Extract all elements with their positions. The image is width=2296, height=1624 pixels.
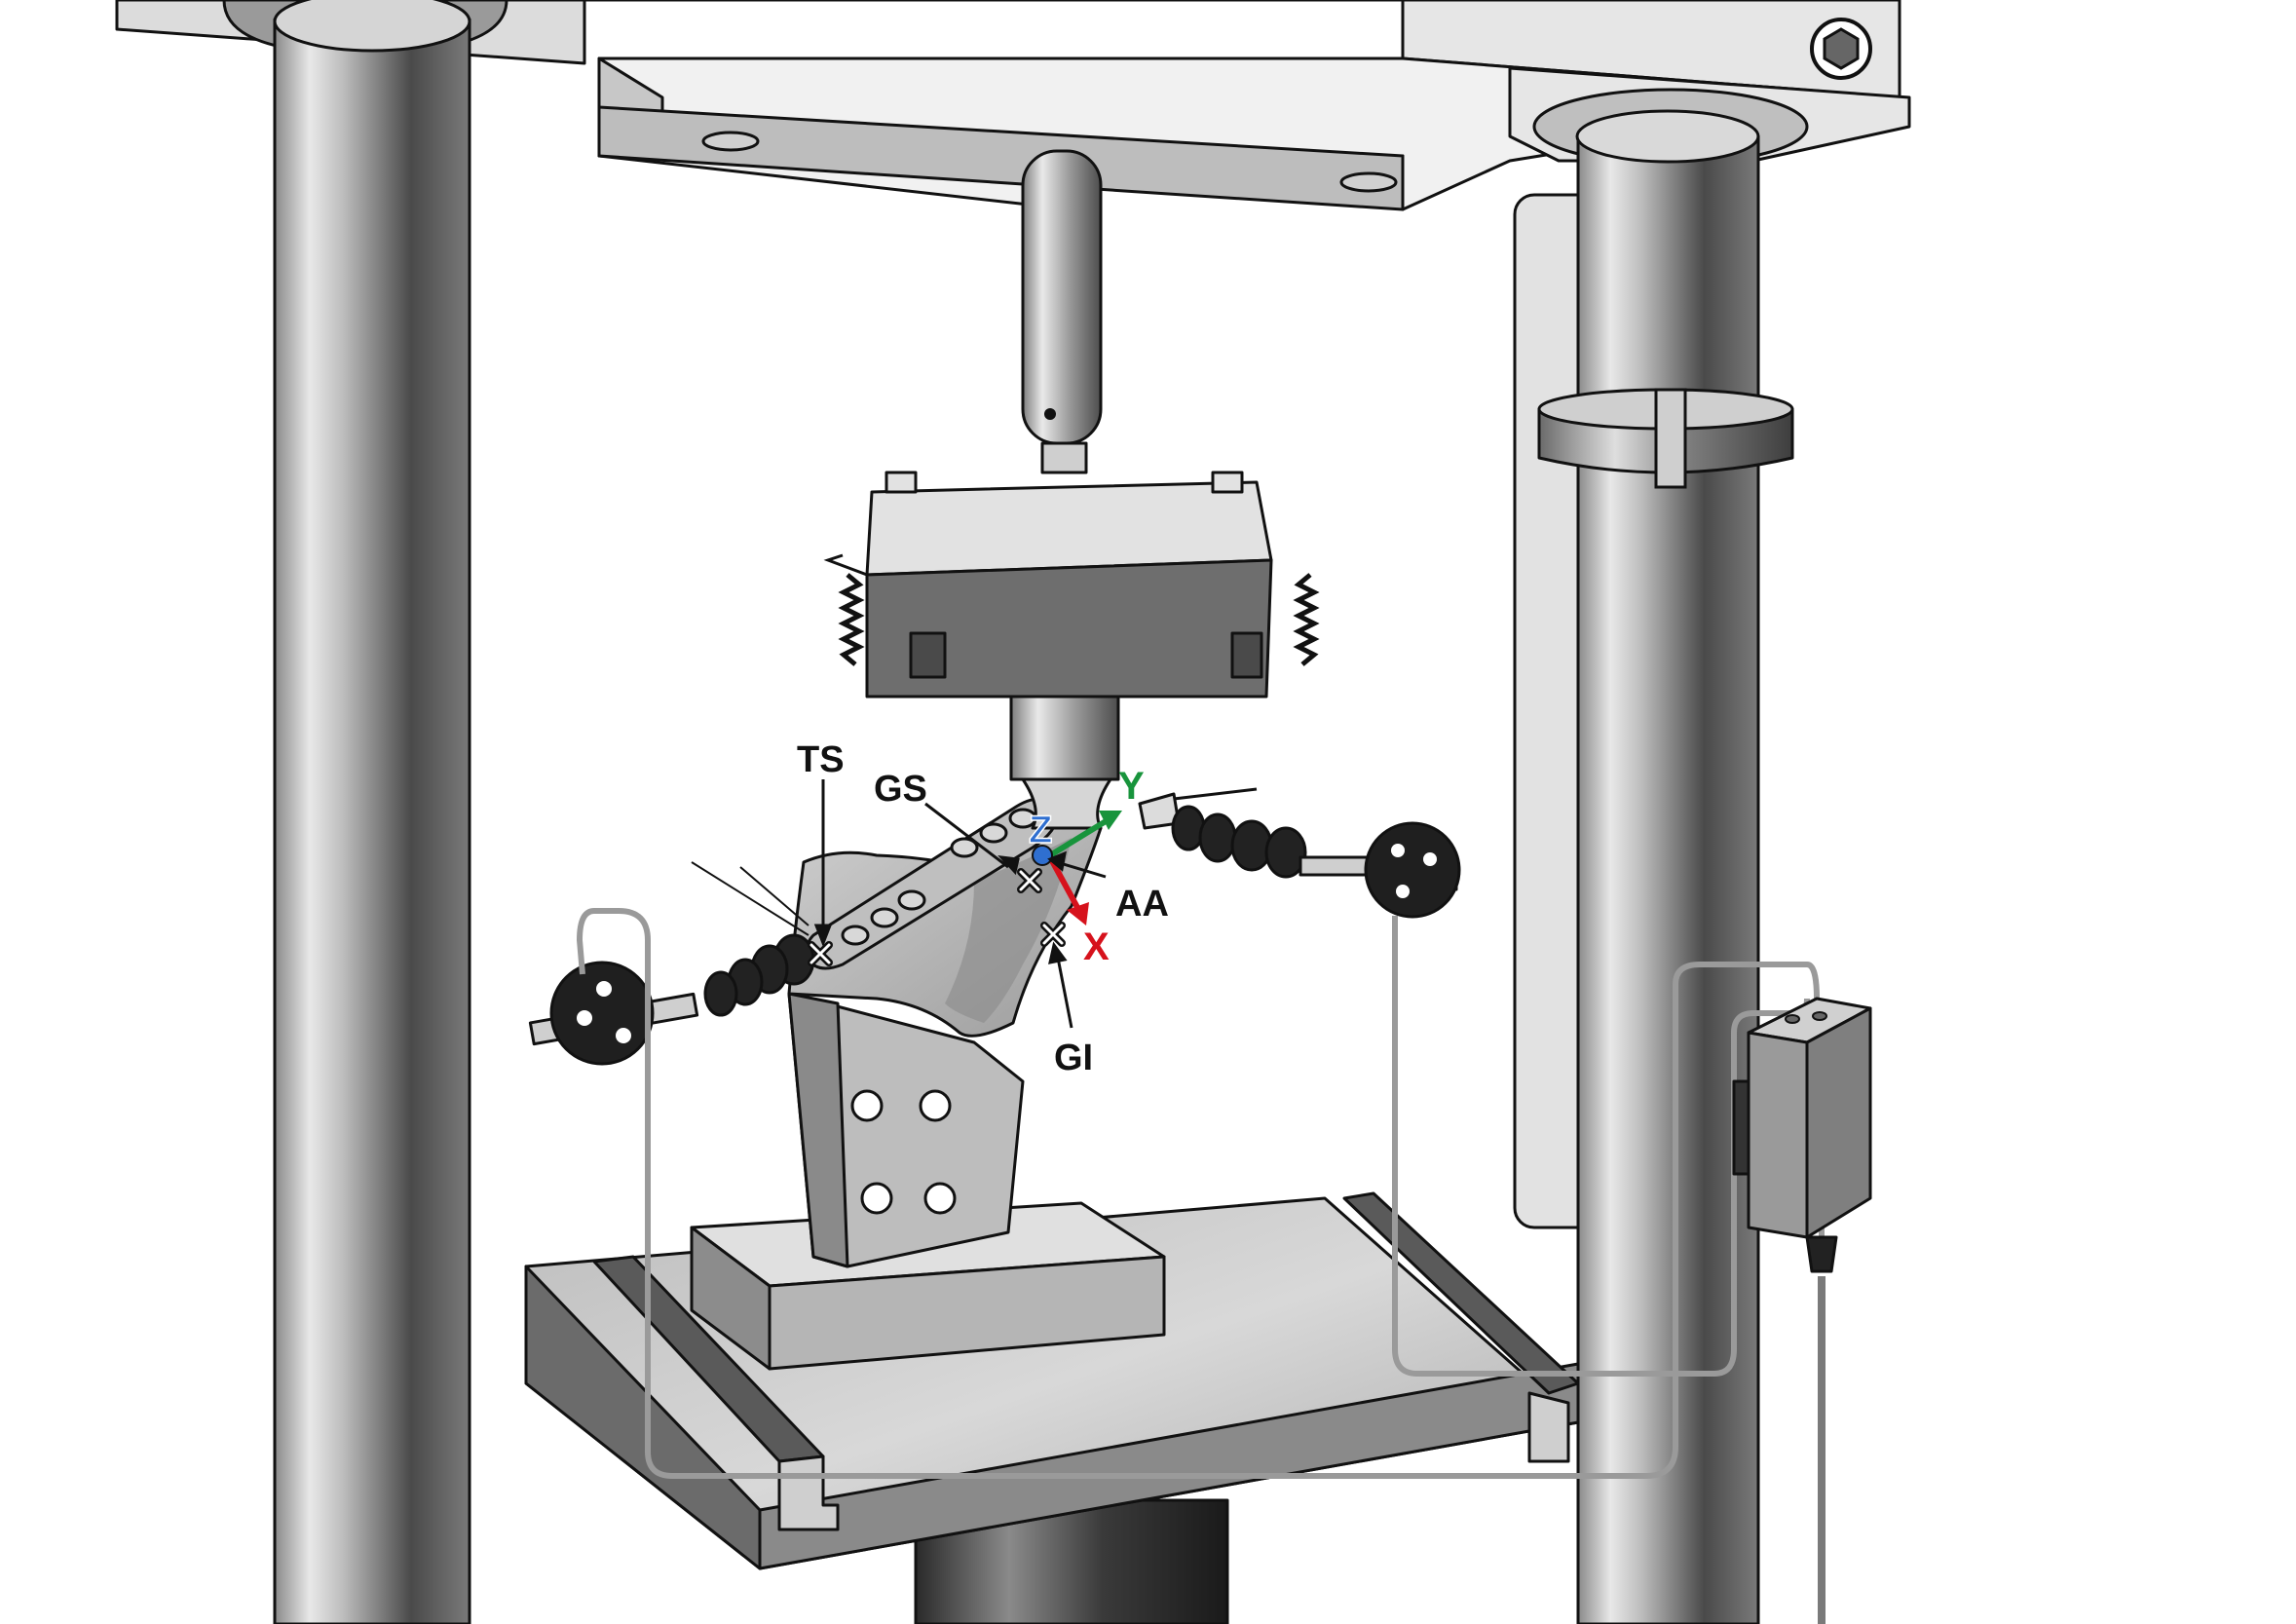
coordinate-axes: Y X Z bbox=[1028, 765, 1145, 968]
actuator-rod bbox=[1021, 149, 1103, 474]
label-aa: AA bbox=[1115, 884, 1169, 925]
label-gi: GI bbox=[1054, 1038, 1093, 1078]
z-axis-origin bbox=[1032, 845, 1053, 866]
x-axis-arrow bbox=[1047, 855, 1089, 925]
label-gs: GS bbox=[874, 769, 927, 810]
y-axis-label: Y bbox=[1118, 765, 1145, 808]
plate-screw-holes bbox=[841, 808, 1037, 946]
bone-plate bbox=[805, 797, 1060, 970]
pillar-clamp-ring bbox=[1537, 388, 1794, 489]
x-axis-label: X bbox=[1083, 925, 1110, 968]
cross-marker-icon bbox=[1042, 924, 1064, 945]
label-ts: TS bbox=[797, 739, 845, 780]
sensor-box-icon bbox=[1732, 997, 1872, 1273]
tracker-sphere-icon bbox=[549, 961, 655, 1066]
callout-leaders bbox=[813, 779, 1107, 1029]
load-cell-head bbox=[823, 471, 1320, 830]
fixture-upright bbox=[787, 992, 1025, 1268]
cross-marker-icon bbox=[1019, 870, 1040, 891]
left-pillar bbox=[222, 0, 508, 1624]
y-axis-arrow bbox=[1048, 811, 1122, 858]
tracker-sphere-icon bbox=[1364, 821, 1461, 919]
right-tracker-arm bbox=[1138, 787, 1461, 919]
hex-bolt-icon bbox=[1810, 18, 1872, 80]
left-tracker-arm bbox=[528, 861, 815, 1066]
spring-right bbox=[1293, 573, 1320, 666]
z-axis-label: Z bbox=[1029, 809, 1052, 851]
spring-left bbox=[838, 573, 865, 666]
right-flex-arm-beads bbox=[1171, 805, 1307, 879]
cross-marker-icon bbox=[809, 943, 831, 964]
